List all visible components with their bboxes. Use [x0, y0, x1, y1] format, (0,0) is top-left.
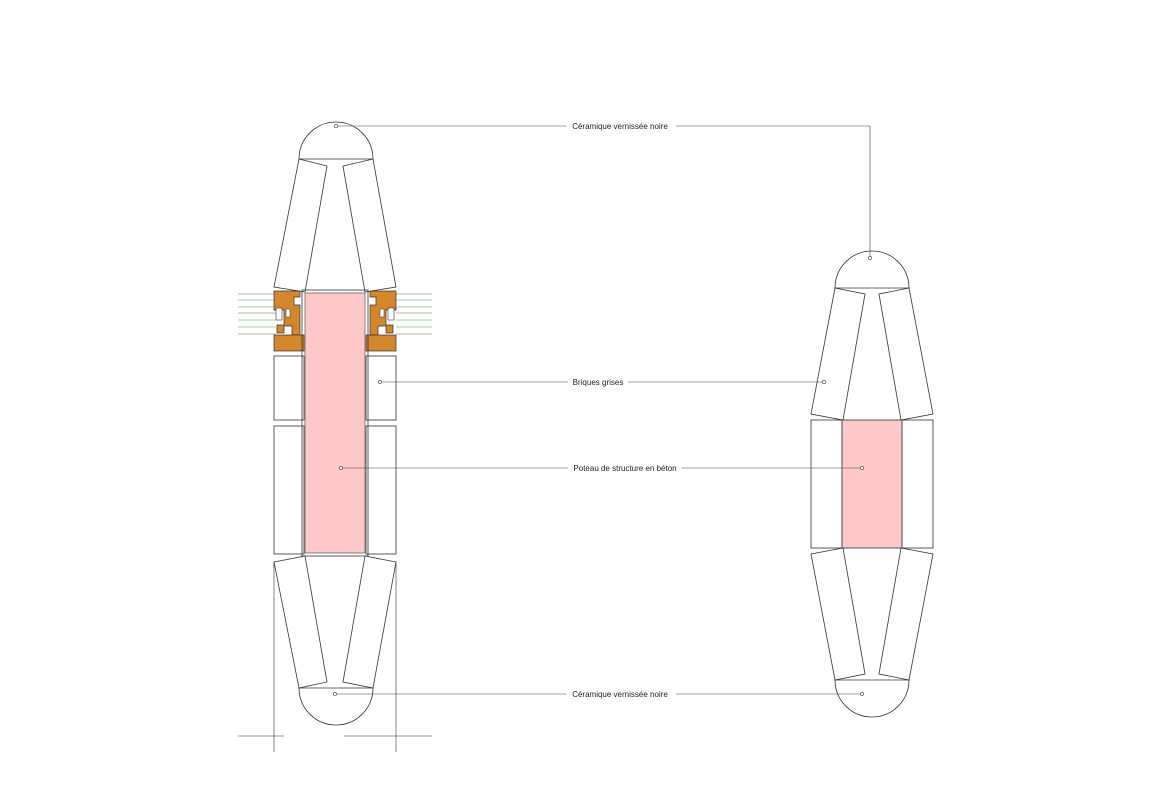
- label-ceramic-top: Céramique vernissée noire: [572, 122, 668, 131]
- left-bottom-ceramic: [298, 687, 374, 726]
- right-top-ceramic: [834, 250, 910, 289]
- left-bottom-fin-left: [273, 555, 328, 689]
- label-column: Poteau de structure en béton: [573, 464, 676, 473]
- left-concrete-column: [304, 292, 366, 554]
- left-glazing: [238, 293, 276, 335]
- labels: Céramique vernissée noire Briques grises…: [566, 120, 682, 700]
- right-bottom-ceramic: [834, 679, 910, 718]
- leader-dots: [333, 124, 872, 696]
- left-column-section: [238, 121, 432, 752]
- left-window-frame: [273, 290, 305, 352]
- right-concrete-column: [841, 419, 903, 549]
- right-window-frame: [365, 290, 397, 352]
- right-bottom-fin-left: [810, 547, 866, 681]
- label-bricks: Briques grises: [573, 378, 624, 387]
- right-bottom-fin-right: [878, 547, 934, 681]
- left-brick-lower-right: [365, 425, 397, 555]
- left-top-ceramic: [298, 121, 374, 160]
- right-top-fin-left: [810, 287, 866, 421]
- right-glazing: [396, 293, 432, 335]
- left-top-fin-right: [342, 158, 397, 293]
- right-column-section: [810, 250, 934, 718]
- leader-ceramic-top: [336, 125, 871, 258]
- left-brick-upper-right: [365, 355, 397, 421]
- right-brick-right: [901, 419, 934, 549]
- label-ceramic-bottom: Céramique vernissée noire: [572, 690, 668, 699]
- left-top-fin-left: [273, 158, 328, 293]
- leader-lines: [335, 125, 871, 695]
- left-concrete-column-outline: [301, 289, 369, 557]
- right-top-fin-right: [878, 287, 934, 421]
- left-brick-lower-left: [273, 425, 305, 555]
- right-brick-left: [810, 419, 843, 549]
- left-brick-upper-left: [273, 355, 305, 421]
- left-bottom-fin-right: [342, 555, 397, 689]
